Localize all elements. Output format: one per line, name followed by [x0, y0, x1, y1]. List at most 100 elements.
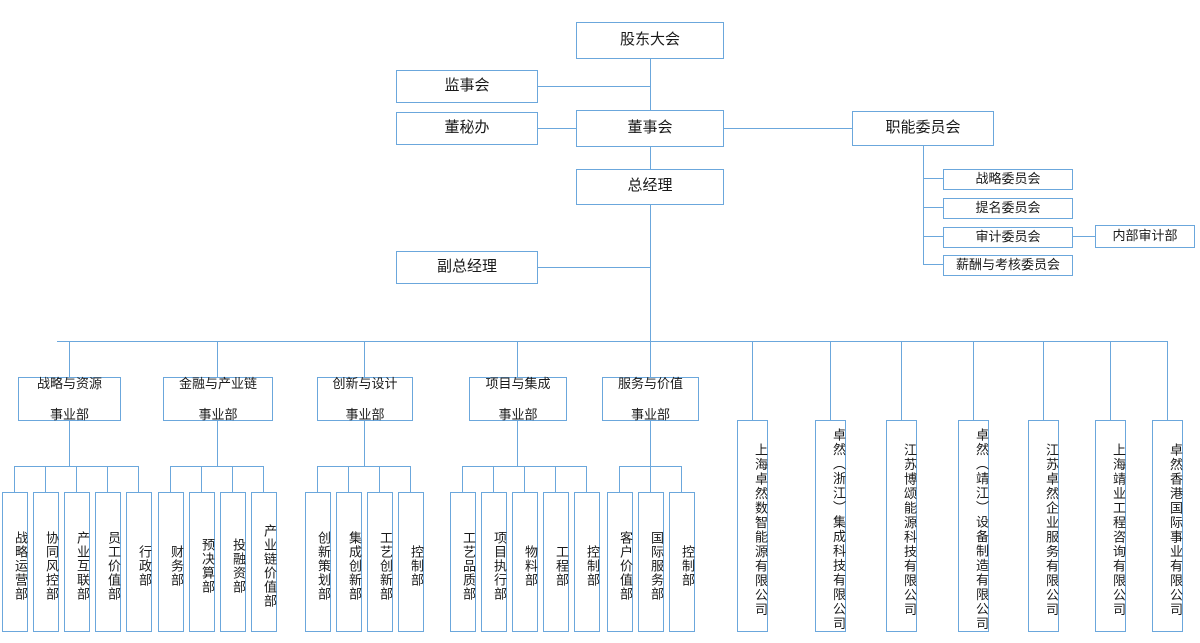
node-label: 董秘办	[444, 119, 490, 136]
node-label: 战略运营部	[13, 530, 28, 601]
node-shareholders-meeting[interactable]: 股东大会	[576, 22, 724, 59]
node-department-strategy-operations[interactable]: 战略运营部	[2, 492, 28, 632]
node-subsidiary-jiangsu-bosong-energy[interactable]: 江苏博颂能源科技有限公司	[886, 420, 917, 632]
node-department-administration[interactable]: 行政部	[126, 492, 152, 632]
connector-committees-stem	[923, 146, 924, 169]
connector-dept-2-2	[201, 466, 202, 492]
node-label: 员工价值部	[106, 530, 121, 601]
node-label: 工艺创新部	[378, 530, 393, 601]
connector-dept-4-5	[586, 466, 587, 492]
connector-dept-3-2	[348, 466, 349, 492]
connector-shareholders-to-board	[650, 59, 651, 110]
connector-dept-1-3	[76, 466, 77, 492]
connector-division-3-stem	[364, 421, 365, 466]
node-subsidiary-zhuoran-jingjiang-equipment[interactable]: 卓然（靖江）设备制造有限公司	[958, 420, 989, 632]
node-label: 内部审计部	[1112, 228, 1178, 244]
connector-dept-4-4	[555, 466, 556, 492]
connector-bus-to-subsidiary-4	[973, 341, 974, 420]
connector-committee-2	[923, 207, 943, 208]
node-label: 创新策划部	[316, 530, 331, 601]
node-subsidiary-shanghai-jingye-engineering-consulting[interactable]: 上海靖业工程咨询有限公司	[1095, 420, 1126, 632]
node-label: 审计委员会	[975, 229, 1041, 245]
node-department-integrated-innovation[interactable]: 集成创新部	[336, 492, 362, 632]
node-department-materials[interactable]: 物料部	[512, 492, 538, 632]
node-functional-committees[interactable]: 职能委员会	[852, 111, 994, 146]
node-label: 控制部	[680, 544, 695, 587]
node-committee-strategy[interactable]: 战略委员会	[943, 169, 1073, 190]
connector-committee-3	[923, 236, 943, 237]
node-department-international-service[interactable]: 国际服务部	[638, 492, 664, 632]
node-department-control-project[interactable]: 控制部	[574, 492, 600, 632]
connector-secretary-to-board	[538, 128, 576, 129]
node-internal-audit-department[interactable]: 内部审计部	[1095, 225, 1195, 248]
node-department-control-service[interactable]: 控制部	[669, 492, 695, 632]
node-subsidiary-shanghai-zhuoran-digital-energy[interactable]: 上海卓然数智能源有限公司	[737, 420, 768, 632]
node-department-engineering[interactable]: 工程部	[543, 492, 569, 632]
node-department-collaborative-risk-control[interactable]: 协同风控部	[33, 492, 59, 632]
node-division-project-integration[interactable]: 项目与集成事业部	[469, 376, 567, 422]
node-subsidiary-zhuoran-hongkong-international[interactable]: 卓然香港国际事业有限公司	[1152, 420, 1183, 632]
node-label: 薪酬与考核委员会	[955, 257, 1060, 273]
main-horizontal-bus	[57, 341, 1167, 342]
node-label: 投融资部	[231, 537, 246, 594]
node-department-control-innovation[interactable]: 控制部	[398, 492, 424, 632]
node-committee-audit[interactable]: 审计委员会	[943, 227, 1073, 248]
node-label: 金融与产业链事业部	[178, 375, 257, 422]
node-department-project-execution[interactable]: 项目执行部	[481, 492, 507, 632]
node-department-budget-settlement[interactable]: 预决算部	[189, 492, 215, 632]
node-department-process-quality[interactable]: 工艺品质部	[450, 492, 476, 632]
node-label: 卓然（靖江）设备制造有限公司	[974, 428, 989, 631]
connector-bus-to-subsidiary-3	[901, 341, 902, 420]
node-board-secretary-office[interactable]: 董秘办	[396, 112, 538, 145]
connector-bus-to-subsidiary-1	[752, 341, 753, 420]
node-committee-nomination[interactable]: 提名委员会	[943, 198, 1073, 219]
node-division-strategy-resources[interactable]: 战略与资源事业部	[18, 376, 121, 422]
connector-bus-to-division-3	[364, 341, 365, 377]
node-general-manager[interactable]: 总经理	[576, 169, 724, 205]
node-label: 创新与设计事业部	[332, 375, 398, 422]
node-label: 物料部	[523, 544, 538, 587]
connector-division-2-stem	[217, 421, 218, 466]
connector-dept-3-1	[317, 466, 318, 492]
connector-bus-to-subsidiary-6	[1110, 341, 1111, 420]
connector-dept-2-4	[263, 466, 264, 492]
connector-dept-5-3	[681, 466, 682, 492]
node-subsidiary-zhuoran-zhejiang-integration[interactable]: 卓然（浙江）集成科技有限公司	[815, 420, 846, 632]
node-division-service-value[interactable]: 服务与价值事业部	[602, 375, 699, 422]
node-label: 董事会	[627, 119, 673, 136]
node-department-process-innovation[interactable]: 工艺创新部	[367, 492, 393, 632]
connector-division-1-stem	[69, 421, 70, 466]
connector-bus-to-division-4	[517, 341, 518, 377]
node-label: 总经理	[627, 178, 673, 195]
node-supervisory-board[interactable]: 监事会	[396, 70, 538, 103]
connector-bus-to-division-1	[69, 341, 70, 377]
node-subsidiary-jiangsu-zhuoran-enterprise-service[interactable]: 江苏卓然企业服务有限公司	[1028, 420, 1059, 632]
node-committee-remuneration[interactable]: 薪酬与考核委员会	[943, 255, 1073, 276]
node-division-innovation-design[interactable]: 创新与设计事业部	[317, 375, 413, 422]
node-department-employee-value[interactable]: 员工价值部	[95, 492, 121, 632]
node-department-customer-value[interactable]: 客户价值部	[607, 492, 633, 632]
node-label: 上海卓然数智能源有限公司	[753, 442, 768, 617]
connector-dept-3-3	[379, 466, 380, 492]
connector-committee-1	[923, 178, 943, 179]
node-department-innovation-planning[interactable]: 创新策划部	[305, 492, 331, 632]
node-label: 控制部	[409, 544, 424, 587]
node-label: 服务与价值事业部	[617, 375, 683, 422]
node-deputy-general-manager[interactable]: 副总经理	[396, 251, 538, 284]
node-label: 副总经理	[436, 258, 497, 275]
node-label: 客户价值部	[618, 530, 633, 601]
node-label: 集成创新部	[347, 530, 362, 601]
node-label: 国际服务部	[649, 530, 664, 601]
node-department-investment-financing[interactable]: 投融资部	[220, 492, 246, 632]
node-department-industrychain-value[interactable]: 产业链价值部	[251, 492, 277, 632]
node-board-of-directors[interactable]: 董事会	[576, 110, 724, 147]
connector-bus-to-subsidiary-2	[830, 341, 831, 420]
connector-bus-to-division-5	[650, 341, 651, 377]
node-division-finance-industrychain[interactable]: 金融与产业链事业部	[163, 375, 273, 422]
node-label: 预决算部	[200, 537, 215, 594]
node-label: 工艺品质部	[461, 530, 476, 601]
connector-dept-4-3	[524, 466, 525, 492]
node-department-finance[interactable]: 财务部	[158, 492, 184, 632]
connector-dept-5-1	[619, 466, 620, 492]
node-department-industry-internet[interactable]: 产业互联部	[64, 492, 90, 632]
